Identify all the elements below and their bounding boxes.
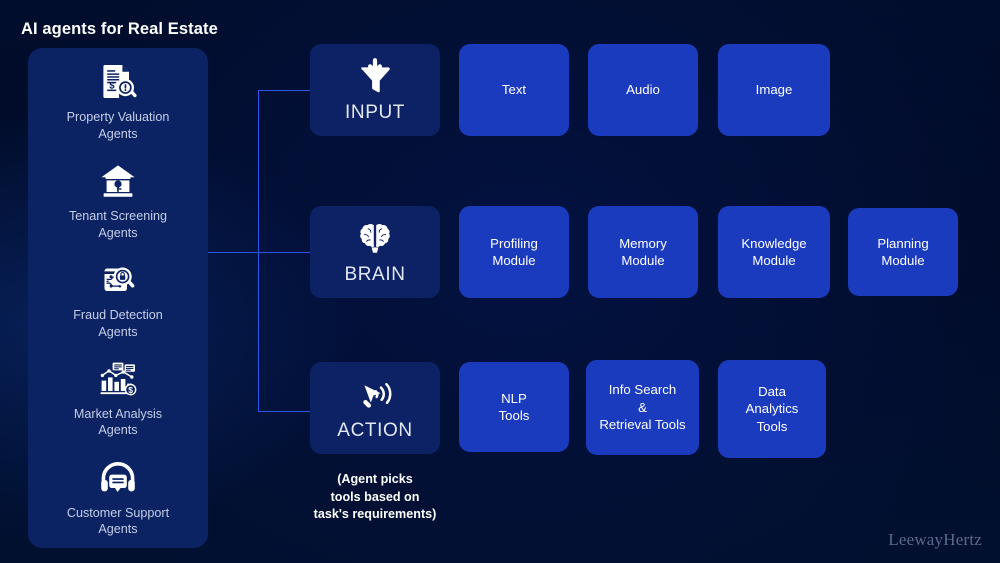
agents-sidebar: $ Property Valuation Agents — [28, 48, 208, 548]
card-label: ACTION — [337, 420, 413, 441]
card-label: Memory Module — [619, 235, 667, 269]
page-title: AI agents for Real Estate — [21, 20, 218, 38]
card-profiling-module[interactable]: Profiling Module — [459, 206, 569, 298]
card-label: BRAIN — [344, 264, 406, 285]
sidebar-item-label: Tenant Screening Agents — [68, 208, 168, 240]
card-label: Text — [501, 82, 527, 98]
brain-icon — [353, 218, 397, 260]
card-audio[interactable]: Audio — [588, 44, 698, 136]
house-key-icon — [96, 161, 140, 201]
document-magnifier-dollar-icon: $ — [96, 62, 140, 102]
card-memory-module[interactable]: Memory Module — [588, 206, 698, 298]
card-label: Info Search & Retrieval Tools — [599, 382, 686, 433]
card-input[interactable]: INPUT — [310, 44, 440, 136]
card-label: Profiling Module — [490, 235, 538, 269]
card-image[interactable]: Image — [718, 44, 830, 136]
sidebar-item-market-analysis-agents[interactable]: $ Market Analysis Agents — [34, 359, 202, 439]
sidebar-item-fraud-detection-agents[interactable]: Fraud Detection Agents — [34, 260, 202, 340]
card-label: Knowledge Module — [741, 235, 807, 269]
card-label: Data Analytics Tools — [745, 383, 799, 434]
sidebar-item-label: Property Valuation Agents — [66, 110, 170, 141]
funnel-download-icon — [353, 56, 397, 98]
card-data-analytics-tools[interactable]: Data Analytics Tools — [718, 360, 826, 458]
card-info-search-retrieval-tools[interactable]: Info Search & Retrieval Tools — [586, 360, 699, 455]
card-nlp-tools[interactable]: NLP Tools — [459, 362, 569, 452]
sidebar-item-property-valuation-agents[interactable]: $ Property Valuation Agents — [34, 62, 202, 142]
card-planning-module[interactable]: Planning Module — [848, 208, 958, 296]
leewayhertz-watermark: LeewayHertz — [888, 530, 982, 549]
card-label: Audio — [626, 82, 660, 98]
card-label: Planning Module — [877, 235, 929, 269]
sidebar-item-label: Customer Support Agents — [66, 505, 170, 537]
sidebar-item-customer-support-agents[interactable]: Customer Support Agents — [34, 458, 202, 538]
card-lock-magnifier-icon — [96, 260, 140, 300]
card-brain[interactable]: BRAIN — [310, 206, 440, 298]
card-label: INPUT — [345, 102, 405, 123]
cursor-arrow-target-icon — [353, 374, 397, 416]
bar-chart-dollar-icon: $ — [96, 359, 140, 399]
card-label: Image — [755, 82, 793, 98]
card-knowledge-module[interactable]: Knowledge Module — [718, 206, 830, 298]
svg-text:$: $ — [128, 385, 133, 395]
headset-chat-icon — [96, 458, 140, 498]
card-action[interactable]: ACTION — [310, 362, 440, 454]
sidebar-item-label: Fraud Detection Agents — [73, 307, 163, 339]
card-text[interactable]: Text — [459, 44, 569, 136]
action-caption: (Agent picks tools based on task's requi… — [313, 472, 437, 521]
sidebar-item-tenant-screening-agents[interactable]: Tenant Screening Agents — [34, 161, 202, 241]
svg-text:$: $ — [109, 81, 115, 92]
sidebar-item-label: Market Analysis Agents — [73, 406, 163, 438]
card-label: NLP Tools — [498, 390, 530, 424]
